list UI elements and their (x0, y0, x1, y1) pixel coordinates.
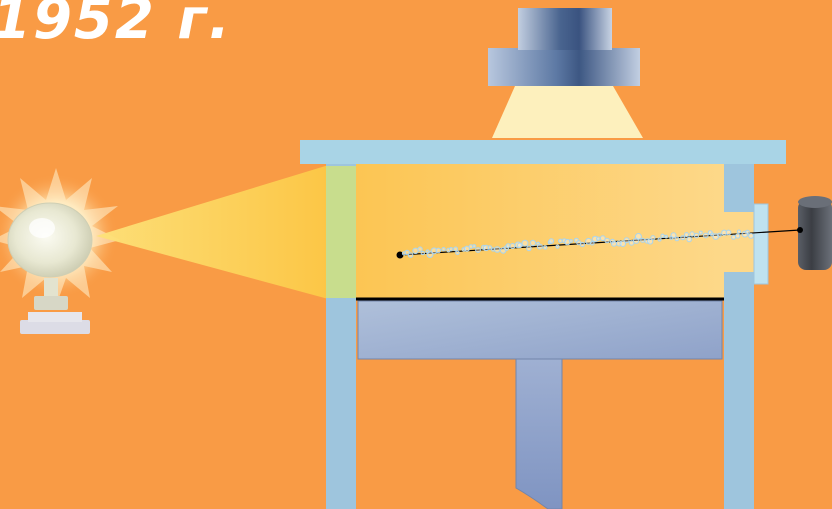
bubble (475, 247, 481, 253)
chamber-window (326, 166, 356, 298)
bubble (611, 240, 617, 247)
bubble (441, 247, 446, 252)
bubble (463, 245, 470, 252)
bubble (721, 229, 728, 236)
camera-lens-icon (488, 8, 643, 138)
page-title: 1952 г. (0, 0, 232, 52)
bubble (542, 245, 548, 250)
bubble (412, 247, 419, 255)
chamber-opening (724, 212, 754, 272)
bubble (689, 231, 695, 237)
bubble (660, 233, 665, 239)
bubble (634, 233, 642, 240)
bubble (555, 244, 560, 249)
bubble (509, 243, 516, 249)
bubble (674, 236, 680, 242)
light-bulb-icon (0, 164, 332, 334)
bubble (596, 236, 601, 241)
exit-window (753, 203, 769, 285)
bubble (670, 232, 677, 239)
bubble (487, 245, 493, 250)
bubble (455, 250, 460, 256)
bubble (526, 245, 532, 252)
bubble (748, 233, 754, 239)
bubble (435, 247, 442, 254)
bubble (650, 235, 656, 241)
bubble (529, 239, 537, 247)
bubble (453, 246, 459, 252)
bubble (698, 230, 703, 235)
bubble (623, 237, 630, 244)
bubble (664, 234, 668, 239)
bubble (590, 240, 595, 246)
bubble (640, 237, 646, 243)
bubble (420, 250, 425, 256)
bubble (703, 232, 709, 239)
bubble (717, 232, 722, 238)
bubble (619, 240, 627, 247)
bubble (735, 233, 741, 239)
bubble (684, 232, 689, 238)
bubble (517, 242, 523, 249)
bubble (686, 236, 693, 243)
bubble (417, 246, 423, 252)
bubble (482, 244, 490, 252)
bubble (657, 237, 662, 242)
bubble (680, 235, 686, 241)
bubble (472, 244, 477, 249)
bubble (430, 247, 438, 255)
bubble (579, 241, 586, 248)
bubble (407, 252, 414, 258)
bubble (548, 238, 555, 244)
bubble (536, 243, 543, 250)
particle-source-icon (797, 196, 832, 270)
track-start-point (396, 251, 404, 259)
bubble (505, 243, 511, 249)
chamber-liquid (356, 164, 724, 298)
bubble (426, 251, 434, 258)
bubble (449, 247, 454, 252)
bubble (558, 238, 563, 244)
bubble (468, 244, 474, 249)
bubble (599, 235, 606, 242)
piston (356, 297, 724, 509)
bubble (521, 239, 529, 247)
bubble (725, 229, 732, 236)
bubble-trail (401, 229, 754, 258)
bubble (745, 229, 750, 235)
bubble (404, 249, 410, 256)
bubble (569, 239, 573, 243)
bubble (736, 229, 742, 234)
bubble (693, 232, 700, 239)
bubble (493, 246, 501, 253)
bubble (647, 238, 654, 245)
bubble (604, 237, 610, 244)
bubble (731, 234, 737, 240)
